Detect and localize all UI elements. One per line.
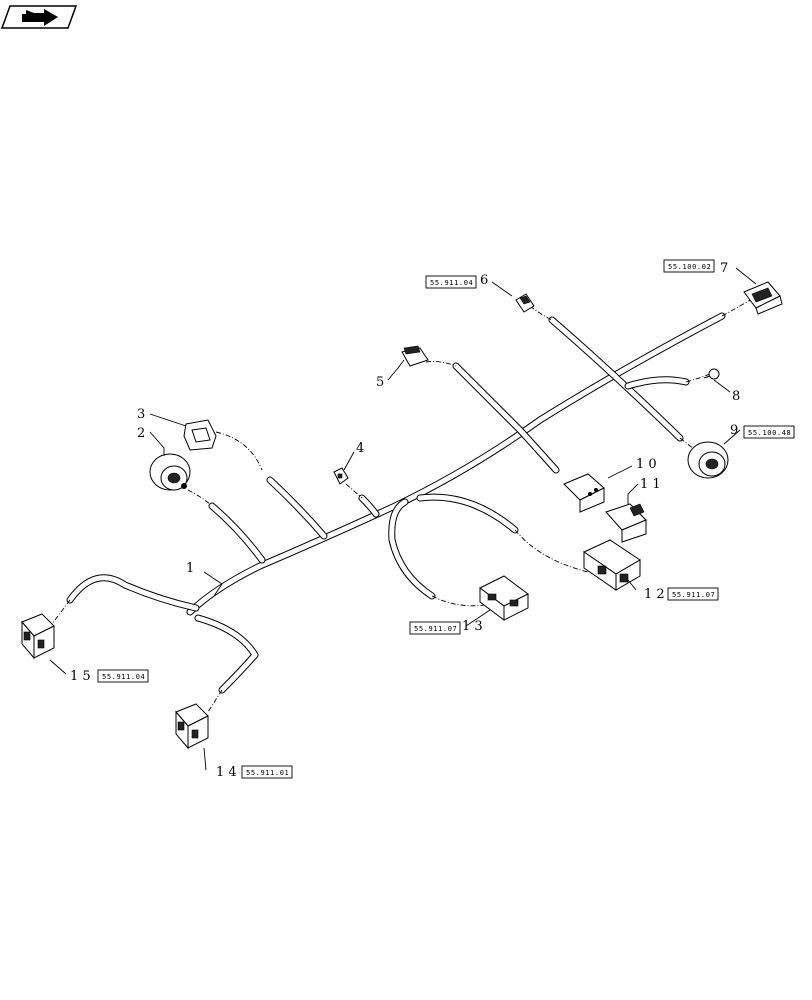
reference-box-13[interactable]: 55.911.07 <box>409 621 461 635</box>
svg-text:55.100.48: 55.100.48 <box>748 429 791 437</box>
callout-leaders <box>49 267 757 771</box>
svg-text:55.911.01: 55.911.01 <box>246 769 289 777</box>
connector-5 <box>401 345 429 367</box>
callout-14: 1 4 <box>216 765 237 780</box>
svg-text:55.911.04: 55.911.04 <box>102 673 145 681</box>
callout-7: 7 <box>720 261 728 276</box>
callout-11: 1 1 <box>640 477 661 492</box>
callout-13: 1 3 <box>462 619 483 634</box>
callout-9: 9 <box>730 423 738 438</box>
callout-12: 1 2 <box>644 587 665 602</box>
reference-box-15[interactable]: 55.911.04 <box>97 669 149 683</box>
connector-14 <box>175 703 209 750</box>
connector-15 <box>21 613 55 660</box>
connector-7 <box>743 281 783 315</box>
connector-2 <box>149 453 191 491</box>
ring-terminal-8 <box>703 368 720 380</box>
svg-text:55.911.07: 55.911.07 <box>672 591 715 599</box>
reference-box-7[interactable]: 55.100.02 <box>663 259 715 273</box>
reference-box-14[interactable]: 55.911.01 <box>241 765 293 779</box>
callout-15: 1 5 <box>70 669 91 684</box>
harness-main-trunk <box>66 312 726 694</box>
callout-4: 4 <box>356 441 364 456</box>
connector-3 <box>183 419 217 451</box>
connector-12 <box>582 539 641 591</box>
callout-10: 1 0 <box>636 457 657 472</box>
connector-13 <box>479 575 529 621</box>
reference-box-6[interactable]: 55.911.04 <box>425 275 477 289</box>
next-page-arrow-icon[interactable] <box>0 5 78 29</box>
callout-6: 6 <box>480 273 488 288</box>
callout-1: 1 <box>186 561 194 576</box>
svg-text:55.911.04: 55.911.04 <box>430 279 473 287</box>
callout-5: 5 <box>376 375 384 390</box>
connector-9 <box>687 441 729 479</box>
svg-text:55.100.02: 55.100.02 <box>668 263 711 271</box>
svg-text:55.911.07: 55.911.07 <box>414 625 457 633</box>
callout-2: 2 <box>137 426 145 441</box>
reference-box-12[interactable]: 55.911.07 <box>667 587 719 601</box>
connector-10 <box>563 473 605 513</box>
connector-6 <box>515 293 535 313</box>
reference-box-9[interactable]: 55.100.48 <box>743 425 795 439</box>
connector-4 <box>333 467 349 485</box>
callout-3: 3 <box>137 407 145 422</box>
callout-8: 8 <box>732 389 740 404</box>
connector-11 <box>605 503 647 543</box>
